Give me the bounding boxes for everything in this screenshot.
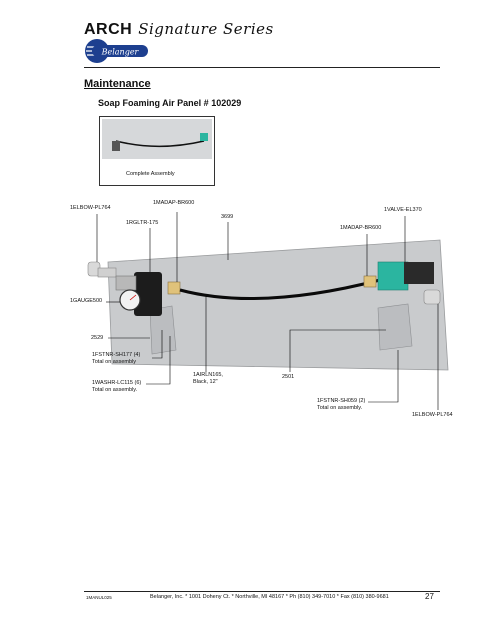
label-fstnr-sh059-line1: 1FSTNR-SH059 (2)	[317, 398, 366, 404]
label-valve: 1VALVE-EL370	[384, 207, 422, 213]
label-elbow-left: 1ELBOW-PL764	[70, 205, 111, 211]
label-fstnr-sh177-line2: Total on assembly	[92, 359, 137, 365]
label-2501: 2501	[282, 374, 295, 380]
label-washer-line2: Total on assembly.	[92, 387, 138, 393]
label-3699: 3699	[221, 214, 234, 220]
label-elbow-right: 1ELBOW-PL764	[412, 412, 453, 418]
label-fstnr-sh059: 1FSTNR-SH059 (2) Total on assembly.	[317, 398, 365, 412]
label-washer: 1WASHR-LC115 (6) Total on assembly.	[92, 380, 141, 394]
complete-assembly-inset	[99, 116, 215, 186]
label-gauge: 1GAUGE500	[70, 298, 103, 304]
right-adapter	[363, 275, 377, 288]
label-fstnr-sh177: 1FSTNR-SH177 (4) Total on assembly	[92, 352, 140, 366]
footer-rule	[84, 591, 440, 592]
inset-caption: Complete Assembly	[126, 171, 175, 177]
right-elbow	[423, 289, 441, 305]
logo-text: Belanger	[101, 48, 140, 57]
footer-address: Belanger, Inc. * 1001 Doheny Ct. * North…	[150, 594, 389, 600]
section-title: Maintenance	[84, 78, 151, 90]
brand-title: ARCH Signature Series	[84, 20, 274, 39]
label-fstnr-sh177-line1: 1FSTNR-SH177 (4)	[92, 352, 141, 358]
brand-name: ARCH	[84, 21, 133, 38]
valve-body	[377, 261, 409, 291]
footer-code: 1MANUL025	[86, 595, 112, 600]
regulator	[134, 272, 162, 316]
label-washer-line1: 1WASHR-LC115 (6)	[92, 380, 142, 386]
label-regulator: 1RGLTR-175	[126, 220, 159, 226]
left-bracket	[149, 305, 177, 355]
label-airline: 1AIRLN165, Black, 12"	[193, 372, 223, 386]
label-madap-left: 1MADAP-BR600	[153, 200, 195, 206]
page-number: 27	[425, 592, 434, 601]
label-airline-line2: Black, 12"	[193, 379, 218, 385]
panel-title: Soap Foaming Air Panel # 102029	[98, 98, 242, 108]
label-fstnr-sh059-line2: Total on assembly.	[317, 405, 363, 411]
mounting-panel	[107, 239, 449, 371]
solenoid	[404, 262, 434, 284]
right-bracket	[377, 303, 413, 351]
air-line	[179, 278, 381, 301]
label-2529: 2529	[91, 335, 104, 341]
header-rule	[84, 67, 440, 68]
label-madap-right: 1MADAP-BR600	[340, 225, 382, 231]
inset-image	[102, 119, 212, 159]
label-airline-line1: 1AIRLN165,	[193, 372, 223, 378]
left-adapter	[167, 281, 181, 295]
brand-series: Signature Series	[138, 20, 274, 38]
belanger-logo: Belanger	[85, 39, 148, 63]
